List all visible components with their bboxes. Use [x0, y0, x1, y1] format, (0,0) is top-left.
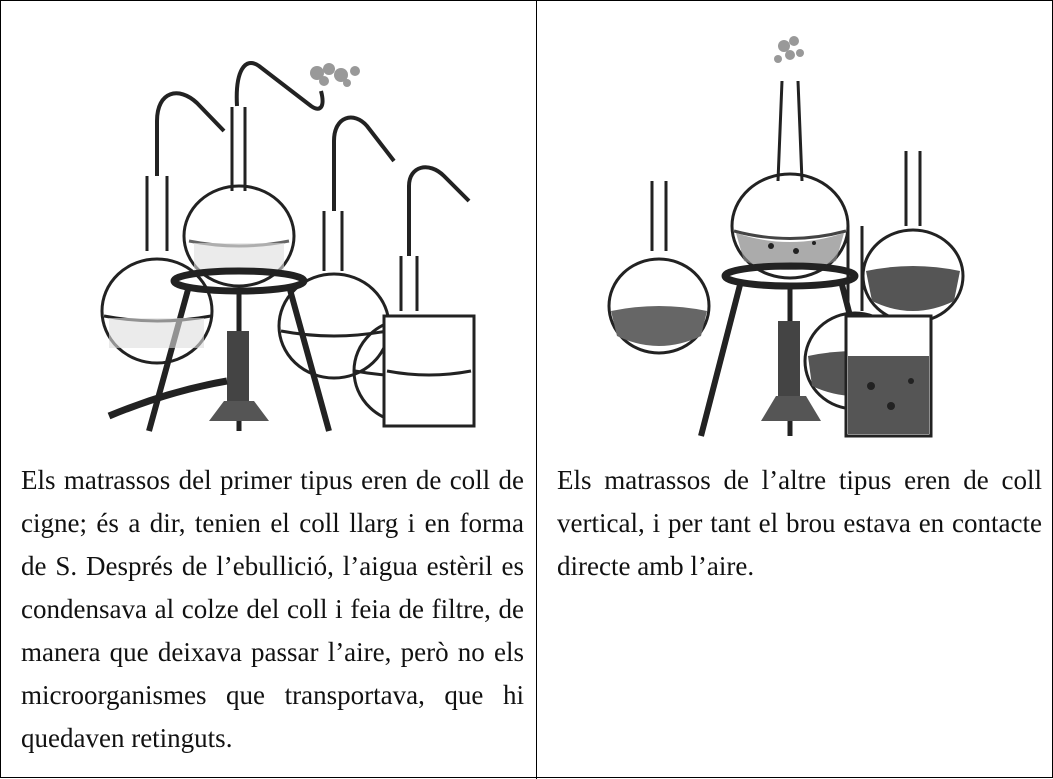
swan-neck-flasks-illustration: [1, 11, 536, 451]
caption-swan-neck: Els matrassos del primer tipus eren de c…: [21, 465, 524, 753]
steam-icon: [309, 63, 360, 87]
panel-straight-neck: Els matrassos de l’altre tipus eren de c…: [537, 1, 1053, 779]
steam-icon: [773, 36, 804, 63]
straight-neck-flasks-illustration: [537, 11, 1053, 451]
panel-swan-neck: Els matrassos del primer tipus eren de c…: [1, 1, 536, 779]
caption-straight-neck: Els matrassos de l’altre tipus eren de c…: [557, 465, 1042, 581]
column-divider: [536, 1, 537, 779]
